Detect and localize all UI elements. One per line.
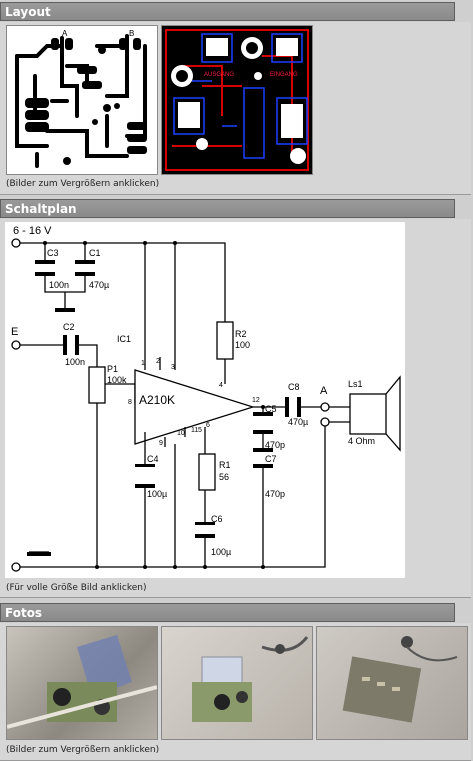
c6-label: C6 <box>211 514 223 524</box>
component-placement: AUSGANG EINGANG <box>165 29 309 171</box>
c7-value: 470p <box>265 489 285 499</box>
c3-value: 100n <box>49 280 69 290</box>
c7-label: C7 <box>265 454 277 464</box>
label-ausgang: AUSGANG <box>204 72 234 78</box>
pin-1: 1 <box>141 360 145 367</box>
c2-value: 100n <box>65 357 85 367</box>
supply-voltage-label: 6 - 16 V <box>13 225 52 237</box>
pin-2: 2 <box>156 358 160 365</box>
c5-label: C5 <box>265 404 277 414</box>
r2-label: R2 <box>235 329 247 339</box>
section-header-schaltplan: Schaltplan <box>0 199 455 218</box>
p1-label: P1 <box>107 364 118 374</box>
speaker-label: Ls1 <box>348 379 363 389</box>
photo-1-content <box>7 635 157 729</box>
c1-label: C1 <box>89 248 101 258</box>
c4-label: C4 <box>147 454 159 464</box>
c6-value: 100µ <box>211 547 231 557</box>
pin-4: 4 <box>219 382 223 389</box>
pcb-layout-image[interactable]: A B <box>6 25 158 175</box>
pin-9: 9 <box>159 440 163 447</box>
component-layout-image[interactable]: AUSGANG EINGANG <box>161 25 313 175</box>
output-label: A <box>320 385 328 397</box>
ic-name-label: IC1 <box>117 334 131 344</box>
c1-value: 470µ <box>89 280 109 290</box>
p1-value: 100k <box>107 375 127 385</box>
layout-panel: A B <box>0 22 471 195</box>
pin-11: 11 <box>191 427 198 434</box>
c5-value: 470p <box>265 440 285 450</box>
fotos-caption: (Bilder zum Vergrößern anklicken) <box>6 745 160 755</box>
r1-label: R1 <box>219 460 231 470</box>
speaker-value: 4 Ohm <box>348 436 375 446</box>
photo-2-content <box>192 636 309 722</box>
pin-3: 3 <box>171 364 175 371</box>
pin-12: 12 <box>252 397 260 404</box>
pin-10: 10 <box>177 430 185 437</box>
c8-label: C8 <box>288 382 300 392</box>
c3-label: C3 <box>47 248 59 258</box>
pin-6: 6 <box>206 422 210 429</box>
pcb-label-b: B <box>129 29 134 38</box>
pin-5: 5 <box>198 427 202 434</box>
ic-type-label: A210K <box>139 393 175 407</box>
pcb-traces: A B <box>15 29 147 168</box>
section-header-layout: Layout <box>0 2 455 21</box>
layout-caption: (Bilder zum Vergrößern anklicken) <box>6 179 160 189</box>
c2-label: C2 <box>63 322 75 332</box>
section-header-fotos: Fotos <box>0 603 455 622</box>
schaltplan-caption: (Für volle Größe Bild anklicken) <box>6 583 147 593</box>
r2-value: 100 <box>235 340 250 350</box>
photo-thumbnail-2[interactable] <box>161 626 313 740</box>
c8-value: 470µ <box>288 417 308 427</box>
section-title: Schaltplan <box>5 202 77 216</box>
schematic-image[interactable]: 6 - 16 V E C3 100n C1 470µ C2 100n P1 10… <box>5 222 405 578</box>
fotos-panel: (Bilder zum Vergrößern anklicken) <box>0 623 471 761</box>
input-label: E <box>11 326 18 338</box>
photo-thumbnail-3[interactable] <box>316 626 468 740</box>
r1-value: 56 <box>219 472 229 482</box>
section-title: Layout <box>5 5 51 19</box>
photo-thumbnail-1[interactable] <box>6 626 158 740</box>
label-eingang: EINGANG <box>270 72 298 78</box>
pcb-label-a: A <box>62 29 68 38</box>
schematic-diagram: 6 - 16 V E C3 100n C1 470µ C2 100n P1 10… <box>11 225 401 572</box>
c4-value: 100µ <box>147 489 167 499</box>
pin-8: 8 <box>128 399 132 406</box>
schaltplan-panel: 6 - 16 V E C3 100n C1 470µ C2 100n P1 10… <box>0 219 471 598</box>
section-title: Fotos <box>5 606 43 620</box>
photo-3-content <box>342 636 458 723</box>
